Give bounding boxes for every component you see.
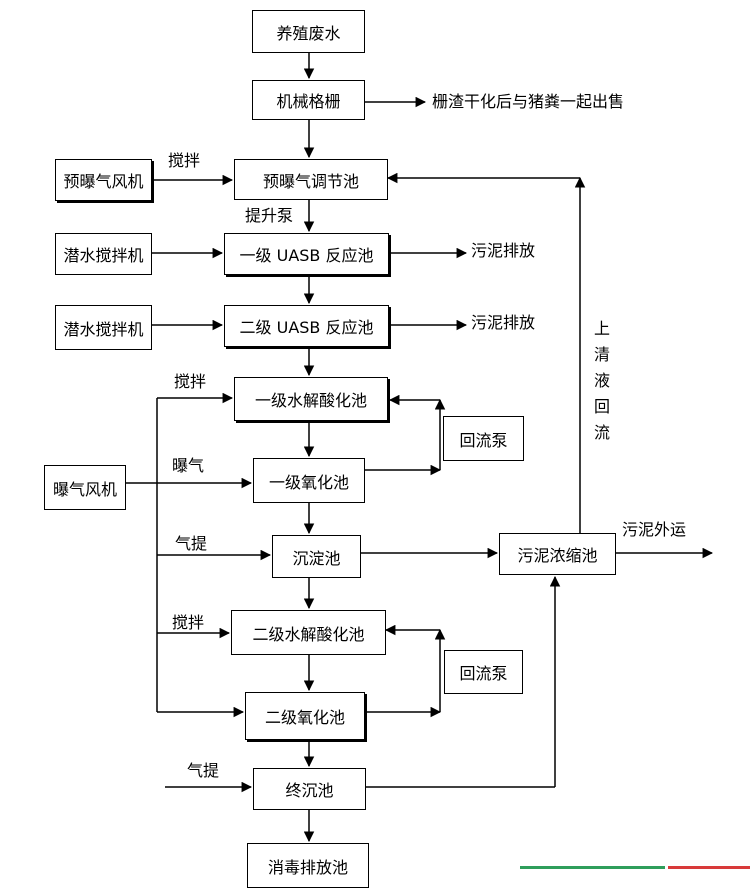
box-pre-aeration-tank: 预曝气调节池 bbox=[234, 159, 388, 200]
label-airlift-2: 气提 bbox=[187, 761, 220, 780]
box-oxidation1: 一级氧化池 bbox=[253, 458, 365, 503]
label-airlift-1: 气提 bbox=[175, 534, 208, 553]
box-hydrolysis1: 一级水解酸化池 bbox=[234, 377, 388, 421]
box-reflux-pump-1: 回流泵 bbox=[443, 416, 524, 461]
label-sludge-out: 污泥外运 bbox=[622, 520, 687, 539]
label-aeration: 曝气 bbox=[172, 456, 205, 475]
label-sludge-discharge-1: 污泥排放 bbox=[471, 241, 536, 260]
label-sludge-discharge-2: 污泥排放 bbox=[471, 313, 536, 332]
box-raw-wastewater: 养殖废水 bbox=[252, 10, 365, 53]
box-disinfection: 消毒排放池 bbox=[247, 843, 369, 888]
box-final-sedimentation: 终沉池 bbox=[253, 768, 366, 810]
label-screen-output: 栅渣干化后与猪粪一起出售 bbox=[432, 92, 625, 111]
box-reflux-pump-2: 回流泵 bbox=[444, 650, 523, 694]
label-supernatant-return: 上清液回流 bbox=[593, 319, 610, 442]
label-stir-2: 搅拌 bbox=[174, 372, 207, 391]
box-mechanical-screen: 机械格栅 bbox=[252, 80, 365, 120]
box-pre-aeration-blower: 预曝气风机 bbox=[55, 159, 152, 201]
flow-connectors bbox=[126, 53, 714, 843]
box-aeration-blower: 曝气风机 bbox=[44, 465, 126, 510]
box-uasb1: 一级 UASB 反应池 bbox=[224, 233, 389, 275]
box-hydrolysis2: 二级水解酸化池 bbox=[231, 610, 386, 655]
box-sedimentation: 沉淀池 bbox=[272, 535, 361, 578]
bottom-bar-red bbox=[668, 866, 750, 869]
box-oxidation2: 二级氧化池 bbox=[245, 692, 365, 740]
box-sludge-thickener: 污泥浓缩池 bbox=[499, 533, 616, 575]
box-submersible-mixer-1: 潜水搅拌机 bbox=[55, 233, 152, 275]
label-stir-3: 搅拌 bbox=[172, 613, 205, 632]
box-submersible-mixer-2: 潜水搅拌机 bbox=[55, 305, 152, 350]
bottom-bar-green bbox=[520, 866, 665, 869]
box-uasb2: 二级 UASB 反应池 bbox=[224, 305, 389, 347]
label-lift-pump: 提升泵 bbox=[245, 206, 294, 225]
label-stir-1: 搅拌 bbox=[168, 151, 201, 170]
process-flow-diagram: 养殖废水 机械格栅 预曝气调节池 一级 UASB 反应池 二级 UASB 反应池… bbox=[44, 10, 750, 888]
